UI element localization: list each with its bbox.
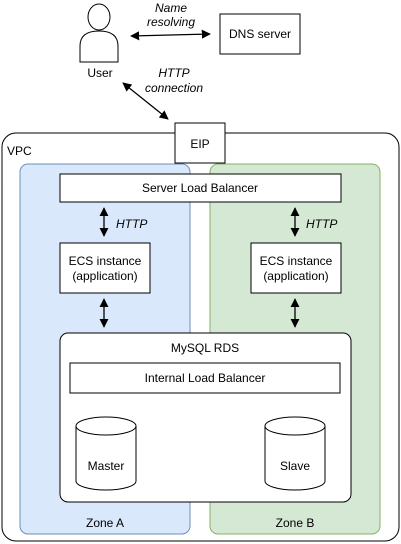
ecs-instance-right <box>250 242 342 294</box>
name-resolving-arrow <box>130 29 211 41</box>
vpc-label: VPC <box>7 144 32 158</box>
master-label: Master <box>88 459 125 473</box>
user-label: User <box>87 66 112 80</box>
server-load-balancer-label: Server Load Balancer <box>142 181 258 195</box>
dns-server-label: DNS server <box>229 27 291 41</box>
master-database-icon <box>75 416 137 491</box>
ecs-right-line2: (application) <box>263 269 328 283</box>
name-resolving-line1: Name <box>155 1 187 15</box>
user-icon <box>79 3 119 63</box>
server-load-balancer-box <box>59 173 342 203</box>
http-label-right: HTTP <box>306 217 337 231</box>
internal-load-balancer-box <box>69 362 341 394</box>
mysql-rds-label: MySQL RDS <box>171 341 239 355</box>
eip-label: EIP <box>190 137 209 151</box>
ecs-instance-left <box>59 242 151 294</box>
name-resolving-line2: resolving <box>147 15 195 29</box>
slave-database-icon <box>264 416 326 491</box>
eip-box <box>174 122 226 164</box>
http-connection-line1: HTTP <box>158 66 189 80</box>
internal-load-balancer-label: Internal Load Balancer <box>145 371 266 385</box>
slave-label: Slave <box>280 459 310 473</box>
http-label-left: HTTP <box>116 217 147 231</box>
ecs-left-line1: ECS instance <box>69 254 142 268</box>
http-connection-line2: connection <box>145 81 203 95</box>
dns-server-box <box>219 13 301 55</box>
ecs-right-line1: ECS instance <box>260 254 333 268</box>
ecs-left-line2: (application) <box>72 269 137 283</box>
zone-b-label: Zone B <box>276 516 315 530</box>
http-connection-arrow <box>122 82 169 120</box>
zone-a-label: Zone A <box>86 516 124 530</box>
